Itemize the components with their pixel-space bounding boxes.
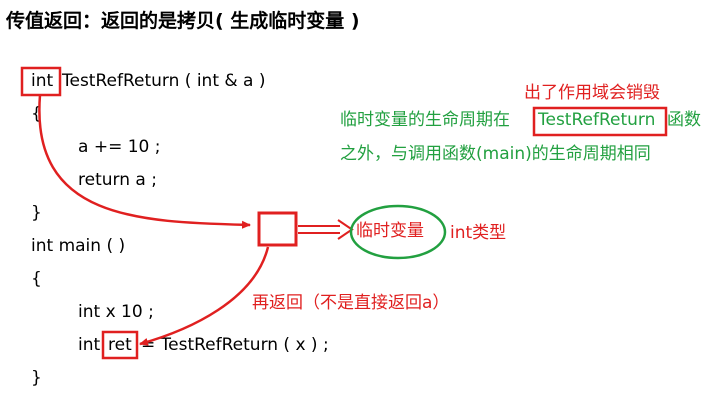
code-close-brace-2: } [31, 368, 42, 388]
double-arrow-head [337, 219, 354, 240]
return-arrow [139, 246, 270, 346]
temp-variable-ellipse [349, 204, 447, 260]
code-return-type: int [31, 71, 54, 91]
lifetime-note-part2: 函数 [667, 110, 701, 130]
code-close-brace-1: } [31, 203, 42, 223]
temp-variable-box [257, 211, 298, 247]
code-open-brace-1: { [31, 104, 42, 124]
lifetime-note-line2: 之外，与调用函数(main)的生命周期相同 [340, 144, 651, 164]
lifetime-note-func: TestRefReturn [538, 110, 656, 130]
page-title: 传值返回：返回的是拷贝( 生成临时变量 ) [6, 10, 360, 32]
copy-arrow [38, 94, 251, 229]
scope-destroy-note: 出了作用域会销毁 [524, 83, 660, 103]
code-function-signature: TestRefReturn ( int & a ) [62, 71, 266, 91]
int-return-type-box [20, 66, 62, 97]
code-add-line: a += 10 ; [78, 137, 161, 157]
temp-type-label: int类型 [450, 223, 507, 243]
ret-variable-box [101, 330, 139, 360]
code-main-signature: int main ( ) [31, 236, 126, 256]
double-arrow-shaft [298, 225, 340, 234]
code-open-brace-2: { [31, 269, 42, 289]
temp-variable-label: 临时变量 [356, 221, 424, 241]
code-ret-type: int [78, 335, 101, 355]
return-again-note: 再返回（不是直接返回a） [252, 293, 450, 313]
lifetime-note-part1: 临时变量的生命周期在 [340, 110, 510, 130]
code-int-x-line: int x 10 ; [78, 302, 154, 322]
code-ret-var: ret [108, 335, 132, 355]
code-ret-assignment: = TestRefReturn ( x ) ; [141, 335, 329, 355]
code-return-line: return a ; [78, 170, 157, 190]
func-name-box [532, 106, 668, 137]
